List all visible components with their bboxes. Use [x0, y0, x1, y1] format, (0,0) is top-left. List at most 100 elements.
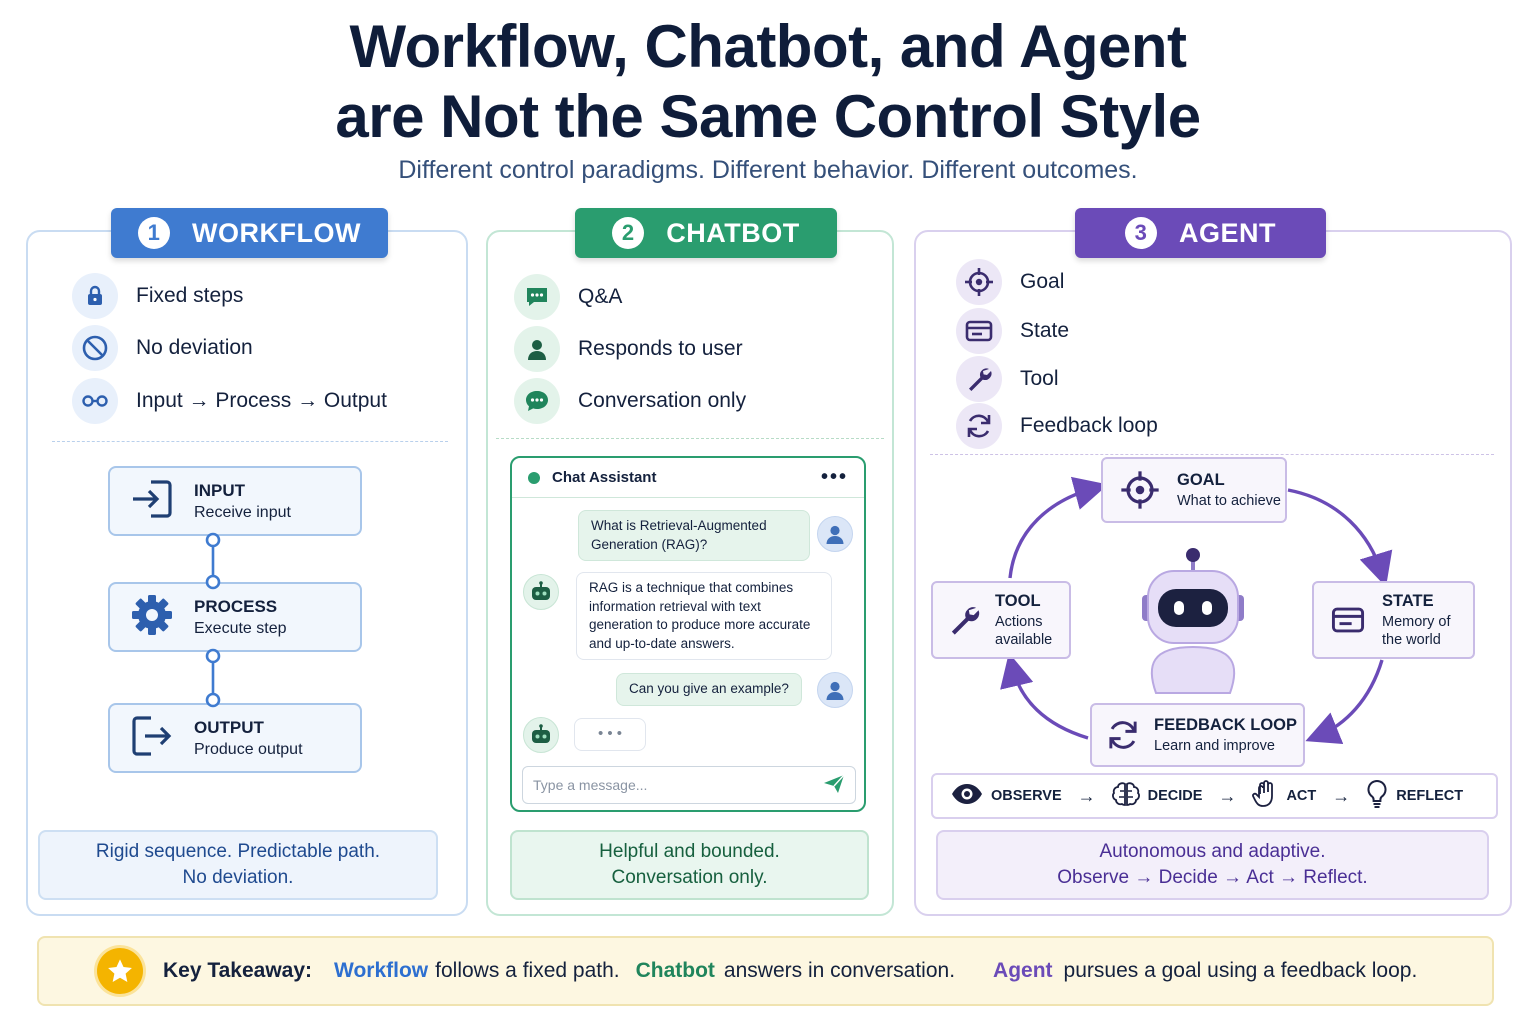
- agent-feature-label: Goal: [1020, 270, 1065, 293]
- hand-icon: [1252, 780, 1278, 812]
- summary-line: Autonomous and adaptive.: [1099, 841, 1326, 862]
- lightbulb-icon: [1366, 779, 1388, 813]
- chatbot-feature-responds: Responds to user: [514, 326, 743, 372]
- page-title-line2: are Not the Same Control Style: [335, 83, 1201, 150]
- target-icon: [956, 259, 1002, 305]
- chat-title: Chat Assistant: [552, 469, 657, 486]
- step-title: PROCESS: [194, 596, 278, 616]
- cycle-arrow: →: [1218, 785, 1237, 806]
- agent-feature-label: State: [1020, 319, 1070, 342]
- summary-line: Observe → Decide → Act → Reflect.: [1057, 867, 1368, 888]
- summary-line: Conversation only.: [611, 867, 768, 888]
- lock-icon: [72, 273, 118, 319]
- page-title-line1: Workflow, Chatbot, and Agent: [349, 13, 1187, 80]
- chatbot-feature-label: Conversation only: [578, 389, 747, 412]
- step-desc: Execute step: [194, 619, 287, 637]
- takeaway-workflow-text: follows a fixed path.: [435, 959, 620, 982]
- link-nodes-icon: [72, 378, 118, 424]
- cycle-arrow: →: [1332, 785, 1351, 806]
- robot-icon: [1142, 548, 1244, 694]
- user-avatar: [817, 672, 853, 708]
- workflow-summary: Rigid sequence. Predictable path. No dev…: [38, 830, 438, 900]
- eye-icon: [951, 783, 983, 809]
- chat-bubble-icon: [514, 274, 560, 320]
- workflow-feature-label: No deviation: [136, 336, 253, 359]
- agent-label: AGENT: [1179, 217, 1276, 248]
- workflow-connectors: [205, 532, 221, 708]
- chatbot-feature-conversation: Conversation only: [514, 378, 746, 424]
- cycle-decide: DECIDE: [1111, 781, 1202, 811]
- agent-feature-label: Feedback loop: [1020, 414, 1158, 437]
- send-icon[interactable]: [823, 774, 845, 797]
- chat-header: Chat Assistant •••: [512, 458, 864, 498]
- bot-avatar: [523, 717, 559, 753]
- cycle-reflect: REFLECT: [1366, 779, 1463, 813]
- message-input-placeholder: Type a message...: [533, 777, 648, 793]
- workflow-feature-label: Input → Process → Output: [136, 389, 387, 412]
- star-icon: [97, 948, 143, 994]
- takeaway-workflow-keyword: Workflow: [334, 959, 429, 982]
- cycle-act: ACT: [1252, 780, 1316, 812]
- wrench-icon: [933, 603, 995, 637]
- node-desc: Memory of: [1382, 613, 1451, 630]
- typing-indicator: • • •: [574, 718, 646, 751]
- agent-cycle-bar: OBSERVE → DECIDE → ACT → REFLECT: [931, 773, 1498, 819]
- user-icon: [514, 326, 560, 372]
- node-desc: What to achieve: [1177, 492, 1281, 509]
- bot-message: RAG is a technique that combines informa…: [576, 572, 832, 660]
- workflow-feature-io: Input → Process → Output: [72, 378, 387, 424]
- agent-node-tool: TOOL Actions available: [931, 581, 1071, 659]
- takeaway-chatbot-text: answers in conversation.: [723, 959, 956, 982]
- sign-in-icon: [129, 478, 175, 525]
- takeaway-agent-text: pursues a goal using a feedback loop.: [1063, 959, 1418, 982]
- refresh-icon: [1092, 718, 1154, 752]
- brain-icon: [1111, 781, 1140, 811]
- bot-avatar: [523, 574, 559, 610]
- workflow-feature-no-deviation: No deviation: [72, 325, 253, 371]
- agent-summary: Autonomous and adaptive. Observe → Decid…: [936, 830, 1489, 900]
- workflow-tab: 1 WORKFLOW: [111, 208, 388, 258]
- chatbot-feature-label: Responds to user: [578, 337, 743, 360]
- cycle-arrow: →: [1077, 785, 1096, 806]
- agent-node-goal: GOAL What to achieve: [1101, 457, 1287, 523]
- target-icon: [1103, 470, 1177, 510]
- user-message: What is Retrieval-Augmented Generation (…: [578, 510, 810, 561]
- agent-feature-feedback: Feedback loop: [956, 403, 1158, 449]
- chatbot-divider: [496, 438, 884, 439]
- agent-divider: [930, 454, 1494, 455]
- node-desc: the world: [1382, 631, 1441, 648]
- chat-window: Chat Assistant ••• What is Retrieval-Aug…: [510, 456, 866, 812]
- workflow-step-process: PROCESS Execute step: [108, 582, 362, 652]
- workflow-number: 1: [138, 217, 171, 249]
- sign-out-icon: [129, 714, 175, 763]
- gear-icon: [129, 592, 175, 643]
- workflow-step-input: INPUT Receive input: [108, 466, 362, 536]
- node-title: STATE: [1382, 591, 1434, 610]
- agent-feature-goal: Goal: [956, 259, 1064, 305]
- node-title: GOAL: [1177, 470, 1225, 489]
- workflow-step-output: OUTPUT Produce output: [108, 703, 362, 773]
- cycle-label: ACT: [1286, 788, 1317, 804]
- node-desc: Actions: [995, 613, 1043, 630]
- summary-line: No deviation.: [182, 867, 294, 888]
- node-desc: available: [995, 631, 1053, 648]
- key-takeaway-banner: Key Takeaway: Workflow follows a fixed p…: [37, 936, 1494, 1006]
- more-options-icon[interactable]: •••: [820, 466, 848, 488]
- agent-tab: 3 AGENT: [1075, 208, 1326, 258]
- summary-line: Rigid sequence. Predictable path.: [95, 841, 381, 862]
- node-title: TOOL: [995, 591, 1041, 610]
- agent-number: 3: [1125, 217, 1157, 249]
- agent-feature-state: State: [956, 308, 1069, 354]
- message-input[interactable]: Type a message...: [522, 766, 856, 804]
- page-subtitle: Different control paradigms. Different b…: [398, 156, 1138, 184]
- wrench-icon: [956, 356, 1002, 402]
- card-icon: [1314, 605, 1382, 635]
- speech-bubble-icon: [514, 378, 560, 424]
- chatbot-feature-label: Q&A: [578, 285, 623, 308]
- agent-node-feedback: FEEDBACK LOOP Learn and improve: [1090, 703, 1305, 767]
- chatbot-tab: 2 CHATBOT: [575, 208, 837, 258]
- refresh-icon: [956, 403, 1002, 449]
- summary-line: Helpful and bounded.: [599, 841, 780, 862]
- workflow-label: WORKFLOW: [192, 217, 361, 248]
- takeaway-label: Key Takeaway:: [163, 959, 313, 982]
